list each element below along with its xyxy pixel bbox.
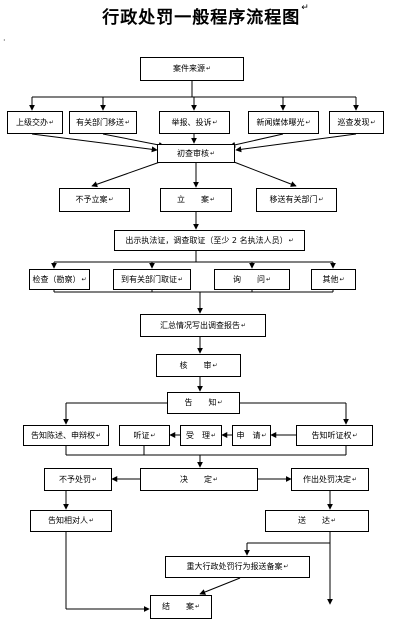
arrow-review-transfer (233, 161, 297, 187)
node-transfer-dept: 有关部门移送↵ (69, 111, 137, 134)
node-collect: 到有关部门取证↵ (113, 269, 191, 290)
paragraph-mark: ↵ (301, 3, 310, 13)
arrow-sources-merge-left (31, 133, 158, 153)
node-transfer-other: 移送有关部门↵ (256, 188, 337, 212)
node-filing: 立 案↵ (160, 188, 232, 212)
node-report: 举报、投诉↵ (159, 111, 230, 134)
node-notify-party: 告知相对人↵ (30, 510, 112, 532)
node-source: 案件来源↵ (140, 57, 244, 81)
node-no-filing: 不予立案↵ (59, 188, 130, 212)
node-apply: 申 请↵ (232, 425, 271, 446)
node-superior: 上级交办↵ (7, 111, 63, 134)
page-title: 行政处罚一般程序流程图↵ (102, 3, 310, 28)
node-inquiry: 询 问↵ (214, 269, 290, 290)
node-show-cert: 出示执法证，调查取证（至少 2 名执法人员）↵ (114, 230, 305, 251)
node-accept: 受 理↵ (180, 425, 222, 446)
node-inspection: 巡查发现↵ (329, 111, 384, 134)
node-notify: 告 知↵ (167, 392, 240, 414)
margin-dot: · (3, 36, 6, 45)
node-decide: 决 定↵ (140, 468, 258, 491)
arrow-review-no-filing (91, 161, 161, 188)
node-other: 其他↵ (311, 269, 356, 290)
node-approval: 核 审↵ (156, 354, 241, 377)
node-no-penalty: 不予处罚↵ (44, 468, 112, 491)
node-deliver: 送 达↵ (265, 510, 369, 532)
node-major-report: 重大行政处罚行为报送备案↵ (165, 556, 310, 578)
arrow-sources-merge-right (229, 133, 284, 148)
arrow-sources-merge-mid (102, 133, 165, 148)
node-check: 检查（勘察）↵ (29, 269, 90, 290)
node-media: 新闻媒体曝光↵ (248, 111, 319, 134)
node-hearing: 听证↵ (119, 425, 170, 446)
arrow-sources-merge-far (235, 133, 357, 153)
node-summary: 汇总情况写出调查报告↵ (140, 314, 266, 337)
node-notify-defense: 告知陈述、申辩权↵ (23, 425, 109, 446)
arrow-major-report-close (199, 577, 241, 595)
node-initial-review: 初查审核↵ (157, 144, 235, 163)
node-penalty-decision: 作出处罚决定↵ (291, 468, 369, 491)
node-close: 结 案↵ (150, 595, 212, 619)
node-notify-hearing: 告知听证权↵ (296, 425, 373, 446)
